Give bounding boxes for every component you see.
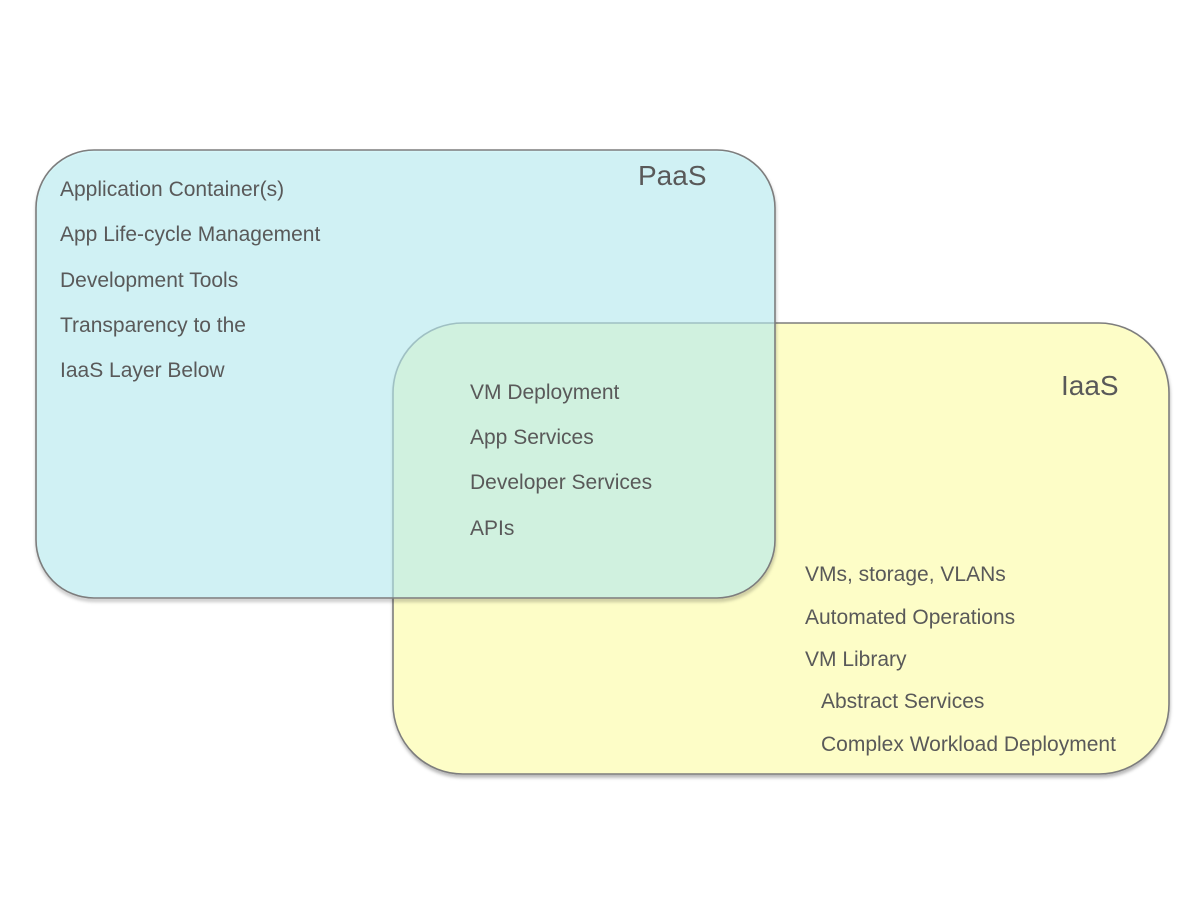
overlap-item: APIs — [470, 517, 515, 540]
overlap-item: App Services — [470, 426, 594, 449]
paas-region-shape — [35, 149, 776, 599]
iaas-item: VM Library — [805, 648, 907, 671]
iaas-item: Automated Operations — [805, 606, 1016, 629]
paas-item: App Life-cycle Management — [60, 223, 321, 246]
iaas-item: Abstract Services — [821, 690, 985, 713]
overlap-item: Developer Services — [470, 471, 653, 494]
iaas-item: VMs, storage, VLANs — [805, 563, 1006, 586]
iaas-label: IaaS — [1061, 370, 1119, 401]
overlap-item: VM Deployment — [470, 381, 620, 404]
paas-item: Development Tools — [60, 269, 239, 292]
paas-label: PaaS — [638, 160, 707, 191]
paas-item: Transparency to the — [60, 314, 246, 337]
paas-item: IaaS Layer Below — [60, 359, 225, 382]
iaas-item: Complex Workload Deployment — [821, 733, 1116, 756]
paas-item: Application Container(s) — [60, 178, 285, 201]
